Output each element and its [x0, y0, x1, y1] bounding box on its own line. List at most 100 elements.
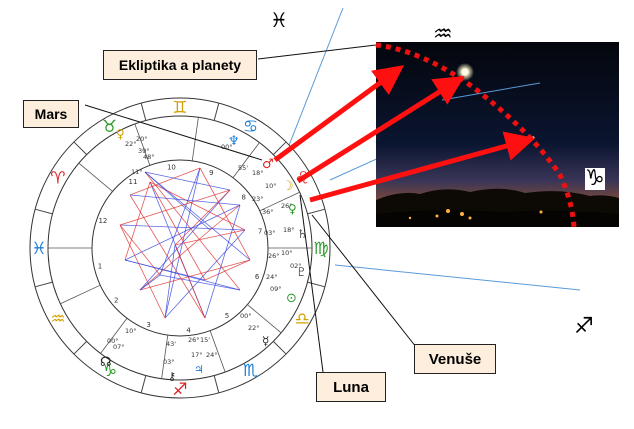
degree-label: 26° — [268, 252, 280, 260]
aspect-line — [129, 194, 206, 319]
degree-label: 17° — [191, 351, 203, 359]
house-number: 1 — [98, 263, 102, 271]
degree-label: 18° — [283, 226, 295, 234]
label-venuse: Venuše — [414, 344, 496, 374]
house-cusp — [78, 162, 113, 192]
house-number: 5 — [225, 312, 229, 320]
mars-glyph: ♂ — [262, 157, 274, 172]
degree-label: 22° — [125, 140, 137, 148]
zodiac-sign-glyph: ♍ — [313, 239, 328, 259]
house-number: 6 — [255, 273, 260, 281]
degree-label: 26° — [188, 336, 200, 344]
degree-label: 02° — [290, 262, 302, 270]
house-cusp — [134, 123, 151, 166]
degree-label: 24° — [266, 273, 278, 281]
callout-line-venuse — [311, 214, 421, 353]
aspect-line — [144, 171, 231, 191]
house-number: 8 — [241, 193, 245, 201]
degree-label: 20° — [136, 135, 148, 143]
aspect-line — [174, 244, 206, 319]
zodiac-sign-glyph: ♎ — [294, 310, 309, 330]
aspect-line — [144, 171, 251, 261]
label-ekliptika: Ekliptika a planety — [103, 50, 257, 80]
degree-label: 22° — [248, 324, 260, 332]
aspect-line — [209, 204, 241, 231]
degree-label: 43' — [166, 340, 176, 348]
sign-glyphs: ♈♉♊♋♌♍♎♏♐♑♒♓ — [31, 98, 328, 400]
zodiac-sign-glyph: ♊ — [172, 98, 187, 118]
house-cusp — [161, 335, 169, 379]
arrow-moon — [296, 76, 465, 184]
house-cusp — [247, 304, 282, 334]
degree-label: 11° — [131, 168, 143, 176]
sign-divider — [140, 102, 147, 121]
guide-line — [334, 264, 581, 291]
jupiter-glyph: ♃ — [194, 363, 204, 376]
venus-glyph: ♀ — [288, 202, 297, 216]
aspect-line — [139, 259, 251, 291]
aspect-line — [199, 167, 251, 261]
sign-ticks — [34, 102, 326, 394]
sign-divider — [272, 141, 287, 156]
ecliptic-line — [375, 42, 577, 228]
house-number: 2 — [114, 297, 118, 305]
guide-line — [287, 7, 344, 149]
planet-glyphs: ♀ ♆ ♂ ☽ ♀ ♄ ♇ ⊙ ☊ ☿ ⚷ ♃ — [100, 127, 308, 383]
degree-label: 48° — [143, 153, 155, 161]
house-number: 11 — [129, 178, 138, 186]
outer-ring — [29, 97, 331, 399]
aspect-line — [159, 167, 201, 276]
mercury-glyph: ☿ — [262, 334, 269, 348]
degree-label: 00° — [107, 337, 119, 345]
house-lines — [48, 117, 312, 379]
degree-label: 24° — [206, 351, 218, 359]
degree-label: 39° — [138, 147, 150, 155]
arrow-venus — [309, 131, 536, 203]
aquarius-icon: ♒ — [433, 22, 453, 47]
arrow-mars — [273, 65, 405, 163]
sign-divider — [73, 141, 88, 156]
label-mars: Mars — [23, 100, 79, 128]
house-number: 12 — [98, 217, 107, 225]
sky-photo — [376, 42, 619, 227]
aspect-line — [129, 194, 241, 206]
aspect-line — [159, 274, 241, 291]
degree-label: 07° — [113, 343, 125, 351]
house-cusp — [232, 142, 260, 178]
degree-label: 55' — [238, 164, 248, 172]
house-cusp — [259, 191, 300, 212]
sign-divider — [34, 208, 53, 215]
house-cusp — [209, 330, 226, 373]
aspect-line — [149, 181, 206, 281]
sign-divider — [213, 375, 220, 394]
degree-label: 00° — [221, 143, 233, 151]
degree-label: 03° — [264, 229, 276, 237]
aspect-line — [174, 189, 231, 246]
zodiac-sign-glyph: ♉ — [102, 117, 117, 137]
sign-divider — [34, 281, 53, 288]
sagittarius-icon: ♐ — [574, 314, 594, 339]
aspect-line — [144, 171, 211, 231]
degree-labels: 20°22°39°48°11°00°55'18°10°23°36°26°03°1… — [107, 135, 302, 366]
house-number: 10 — [167, 163, 176, 171]
pluto-glyph: ♇ — [296, 265, 307, 279]
saturn-glyph: ♄ — [297, 227, 308, 241]
aspect-line — [204, 204, 241, 319]
house-number: 4 — [186, 327, 191, 335]
callout-line-luna — [299, 194, 324, 373]
zodiac-sign-glyph: ♏ — [243, 361, 258, 381]
aspect-line — [139, 189, 231, 291]
sign-divider — [213, 102, 220, 121]
zodiac-sign-glyph: ♈ — [50, 169, 65, 189]
sun-glyph-2: ⊙ — [286, 291, 297, 306]
aspect-line — [129, 167, 201, 196]
sign-divider — [307, 281, 326, 288]
aspect-lines — [119, 167, 251, 319]
degree-label: 36° — [262, 208, 274, 216]
aspect-line — [124, 204, 241, 261]
label-luna: Luna — [316, 372, 386, 402]
zodiac-sign-glyph: ♋ — [243, 117, 258, 137]
